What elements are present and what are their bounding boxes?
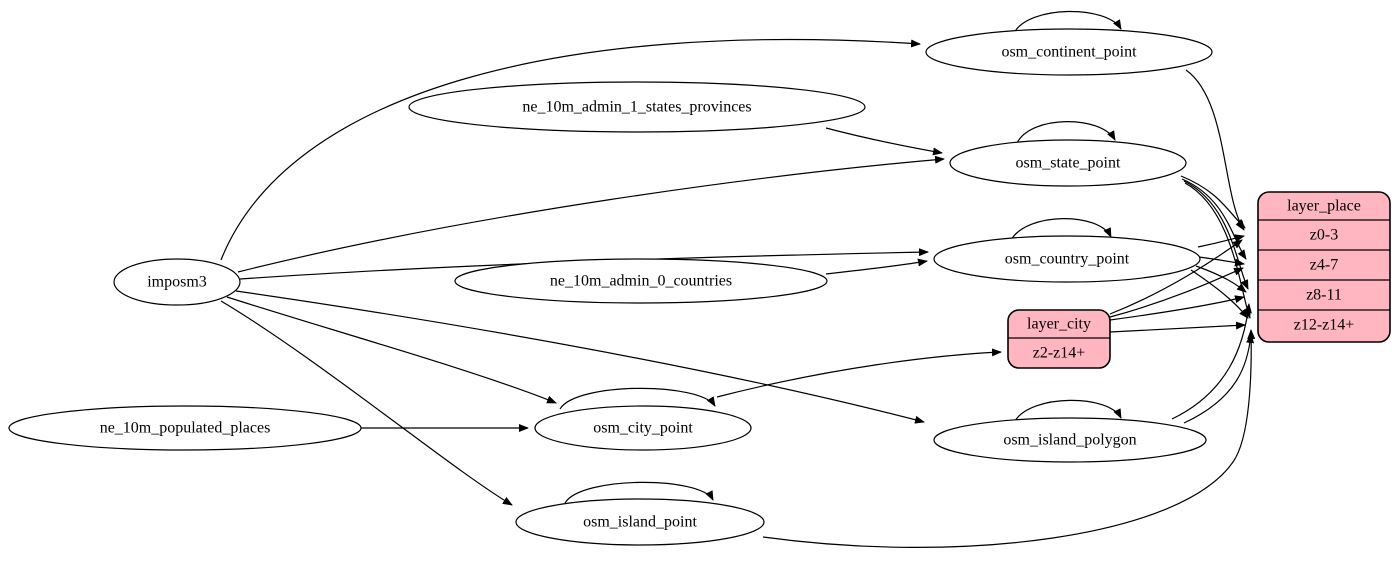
node-label: osm_country_point xyxy=(1005,251,1130,268)
edge-self-loop-osm_island_point xyxy=(564,481,714,504)
edge-ne_10m_admin_1_states_provinces-to-osm_state_point xyxy=(825,127,943,156)
source-ellipse xyxy=(8,405,362,451)
edge-osm_state_point-to-layer_place-z0-3 xyxy=(1180,175,1246,229)
edge-osm_city_point-to-layer_city-z2-z14+ xyxy=(716,348,1002,398)
edge-imposm3-to-osm_state_point xyxy=(237,155,945,273)
table-ellipse xyxy=(949,139,1187,187)
edge-osm_country_point-to-layer_place-z0-3 xyxy=(1197,234,1245,248)
edge-imposm3-to-osm_continent_point xyxy=(220,38,921,261)
node-osm_island_polygon: osm_island_polygon xyxy=(933,417,1207,463)
edge-ne_10m_admin_0_countries-to-osm_country_point xyxy=(825,258,928,275)
table-ellipse xyxy=(534,405,752,451)
table-ellipse xyxy=(925,28,1213,76)
edge-self-loop-osm_city_point xyxy=(559,387,716,410)
source-ellipse xyxy=(113,258,241,306)
layer-record-box xyxy=(1257,191,1391,343)
node-ne_10m_admin_1_states_provinces: ne_10m_admin_1_states_provinces xyxy=(408,81,866,133)
node-label: ne_10m_admin_1_states_provinces xyxy=(522,99,751,116)
table-ellipse xyxy=(933,235,1201,283)
edge-layer_city-to-layer_place-z8-11 xyxy=(1109,295,1245,321)
node-label: ne_10m_populated_places xyxy=(100,420,271,437)
edge-osm_country_point-to-layer_place-z12-z14+ xyxy=(1190,269,1249,319)
node-layer_city: layer_city z2-z14+ xyxy=(1007,309,1111,369)
edge-osm_continent_point-to-layer_place-z0-3 xyxy=(1185,69,1245,231)
layer-record-box xyxy=(1007,309,1111,369)
node-osm_island_point: osm_island_point xyxy=(515,498,765,546)
edge-osm_island_polygon-to-layer_place-z8-11 xyxy=(1171,303,1252,420)
node-imposm3: imposm3 xyxy=(113,258,241,306)
edge-imposm3-to-osm_city_point xyxy=(226,296,557,404)
zoom-range-cell: z12-z14+ xyxy=(1294,317,1355,334)
edge-osm_state_point-to-layer_place-z8-11 xyxy=(1183,180,1249,290)
edge-osm_state_point-to-layer_place-z4-7 xyxy=(1181,178,1247,260)
node-ne_10m_populated_places: ne_10m_populated_places xyxy=(8,405,362,451)
node-label: ne_10m_admin_0_countries xyxy=(550,273,732,290)
edge-osm_country_point-to-layer_place-z4-7 xyxy=(1198,256,1245,267)
layer-title: layer_place xyxy=(1287,198,1361,215)
edge-imposm3-to-osm_island_polygon xyxy=(235,290,925,424)
zoom-range-cell: z0-3 xyxy=(1310,227,1338,244)
zoom-range-cell: z4-7 xyxy=(1310,257,1338,274)
source-ellipse xyxy=(408,81,866,133)
node-label: osm_island_point xyxy=(583,514,697,531)
edge-self-loop-osm_state_point xyxy=(1016,121,1116,144)
edge-layer_city-to-layer_place-z4-7 xyxy=(1109,267,1244,318)
edge-osm_island_polygon-to-layer_place-z12-z14+ xyxy=(1183,333,1255,424)
edge-self-loop-osm_continent_point xyxy=(1013,10,1122,34)
node-ne_10m_admin_0_countries: ne_10m_admin_0_countries xyxy=(454,258,828,304)
edge-layer_city-to-layer_place-z12-z14+ xyxy=(1109,321,1246,333)
table-ellipse xyxy=(933,417,1207,463)
edge-self-loop-osm_island_polygon xyxy=(1014,399,1122,422)
node-label: imposm3 xyxy=(147,274,207,291)
node-layer_place: layer_place z0-3 z4-7 z8-11 z12-z14+ xyxy=(1257,191,1391,343)
node-osm_country_point: osm_country_point xyxy=(933,235,1201,283)
edge-osm_island_point-to-layer_place-z12-z14+ xyxy=(762,329,1256,548)
node-label: osm_state_point xyxy=(1016,155,1121,172)
edge-self-loop-osm_country_point xyxy=(1010,218,1112,241)
layer-title: layer_city xyxy=(1027,316,1091,333)
edge-osm_country_point-to-layer_place-z8-11 xyxy=(1195,265,1247,293)
source-ellipse xyxy=(454,258,828,304)
table-ellipse xyxy=(515,498,765,546)
node-label: osm_island_polygon xyxy=(1003,432,1136,449)
edge-layer_city-to-layer_place-z0-3 xyxy=(1109,239,1243,315)
node-label: osm_continent_point xyxy=(1001,44,1137,61)
node-osm_state_point: osm_state_point xyxy=(949,139,1187,187)
node-osm_continent_point: osm_continent_point xyxy=(925,28,1213,76)
zoom-range-cell: z8-11 xyxy=(1306,287,1342,304)
zoom-range-cell: z2-z14+ xyxy=(1033,345,1086,362)
node-osm_city_point: osm_city_point xyxy=(534,405,752,451)
edge-imposm3-to-osm_island_point xyxy=(220,300,513,506)
node-label: osm_city_point xyxy=(593,420,693,437)
